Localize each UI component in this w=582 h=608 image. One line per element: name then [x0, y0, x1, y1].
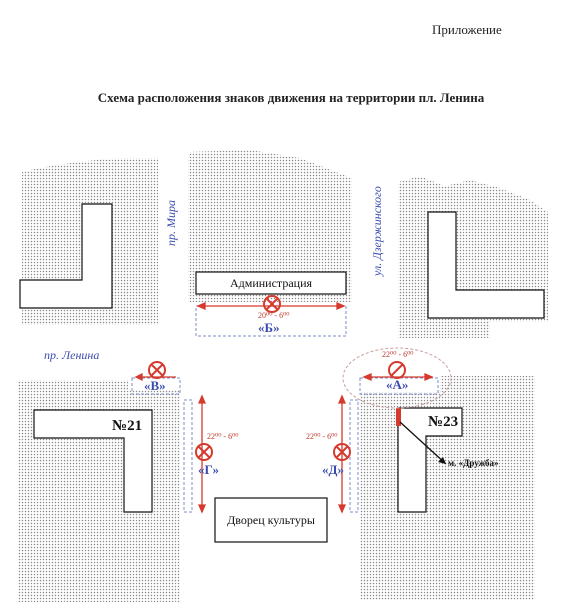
no-stopping-sign-g — [195, 443, 213, 461]
no-stopping-sign-v — [148, 361, 166, 379]
zone-b-label: «Б» — [258, 320, 280, 335]
street-dzerzhinskogo-label: ул. Дзержинского — [370, 186, 384, 276]
palace-label: Дворец культуры — [227, 513, 315, 527]
zone-a-outline — [359, 377, 439, 395]
administration-label: Администрация — [229, 276, 313, 290]
time-a-label: 22⁰⁰ - 6⁰⁰ — [382, 350, 414, 359]
page-title: Схема расположения знаков движения на те… — [97, 90, 485, 105]
zone-v-outline — [131, 377, 181, 395]
zone-a-label: «А» — [386, 377, 409, 392]
building-no21-label: №21 — [112, 418, 143, 434]
zone-v-label: «В» — [144, 378, 166, 393]
zone-g-outline — [183, 399, 193, 513]
building-palace — [214, 497, 328, 543]
building-l-top-left — [19, 203, 113, 309]
zone-d-label: «Д» — [322, 462, 344, 477]
no-stopping-sign-d — [333, 443, 351, 461]
street-lenina-label: пр. Ленина — [44, 348, 100, 362]
time-b-label: 20⁰⁰ - 6⁰⁰ — [258, 311, 290, 320]
block-top-center — [188, 150, 352, 302]
time-g-label: 22⁰⁰ - 6⁰⁰ — [207, 432, 239, 441]
appendix-label: Приложение — [432, 22, 502, 37]
zone-g-label: «Г» — [198, 462, 219, 477]
zone-d-outline — [349, 399, 359, 513]
time-d-label: 22⁰⁰ - 6⁰⁰ — [306, 432, 338, 441]
druzhba-label: м. «Дружба» — [448, 458, 499, 468]
street-mira-label: пр. Мира — [164, 200, 178, 246]
no-stopping-sign-b — [263, 295, 281, 313]
building-l-top-right — [427, 211, 545, 319]
building-no23-label: №23 — [428, 414, 459, 430]
building-administration — [195, 271, 347, 295]
no-parking-sign-a — [388, 361, 406, 379]
building-no21 — [33, 409, 153, 513]
zone-a-ellipse — [342, 347, 452, 409]
